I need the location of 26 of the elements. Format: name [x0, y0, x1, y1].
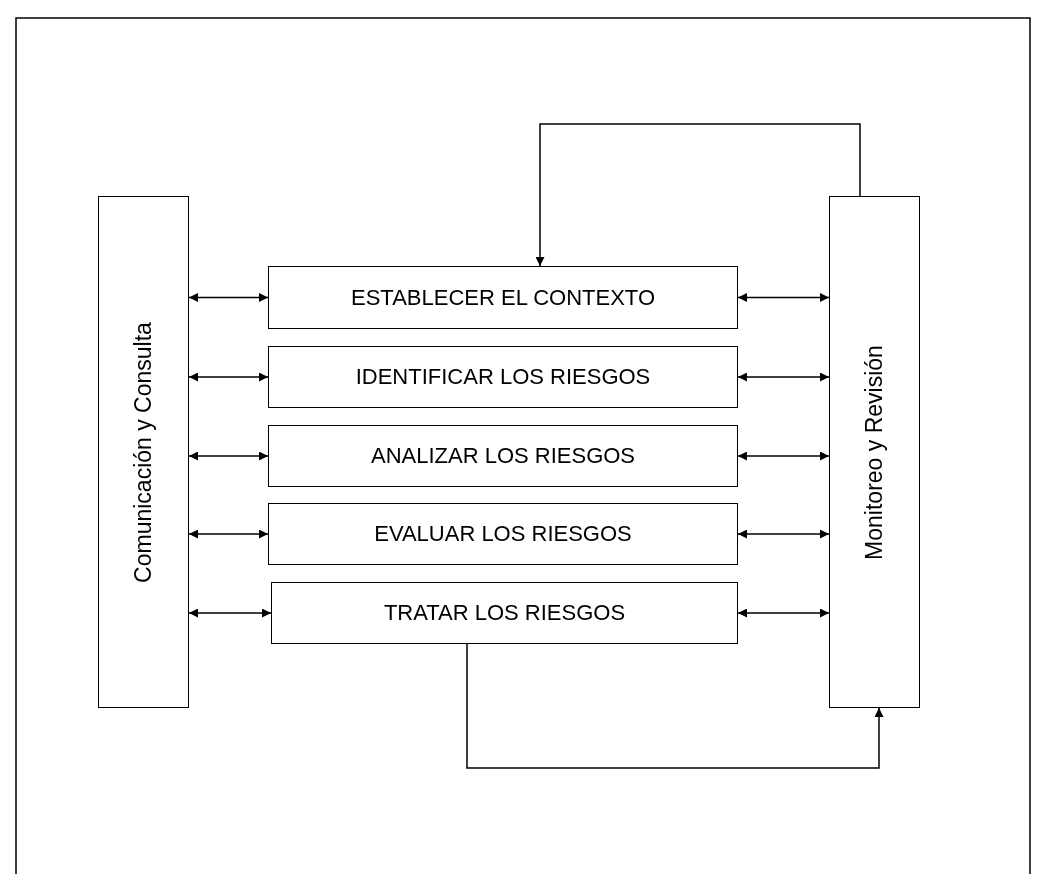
arrow	[188, 608, 272, 618]
arrow	[737, 451, 830, 461]
node-label: ANALIZAR LOS RIESGOS	[370, 443, 636, 469]
arrow	[188, 293, 269, 302]
arrow	[737, 293, 830, 302]
arrow	[737, 608, 830, 618]
node-label: IDENTIFICAR LOS RIESGOS	[355, 364, 651, 390]
arrow	[188, 529, 269, 539]
node-label: TRATAR LOS RIESGOS	[383, 600, 626, 626]
node-label: Comunicación y Consulta	[130, 321, 157, 583]
vertical-box	[98, 196, 189, 708]
arrow	[188, 451, 269, 461]
arrow	[188, 372, 269, 382]
node-label: Monitoreo y Revisión	[861, 344, 888, 560]
process-box	[271, 582, 738, 644]
process-box	[268, 503, 738, 565]
process-box	[268, 266, 738, 329]
process-box	[268, 346, 738, 408]
arrow	[535, 123, 861, 267]
vertical-box	[829, 196, 920, 708]
arrow	[737, 529, 830, 539]
arrow	[466, 643, 884, 769]
arrow	[737, 372, 830, 382]
node-label: EVALUAR LOS RIESGOS	[374, 521, 632, 547]
node-label: ESTABLECER EL CONTEXTO	[351, 284, 655, 311]
process-box	[268, 425, 738, 487]
